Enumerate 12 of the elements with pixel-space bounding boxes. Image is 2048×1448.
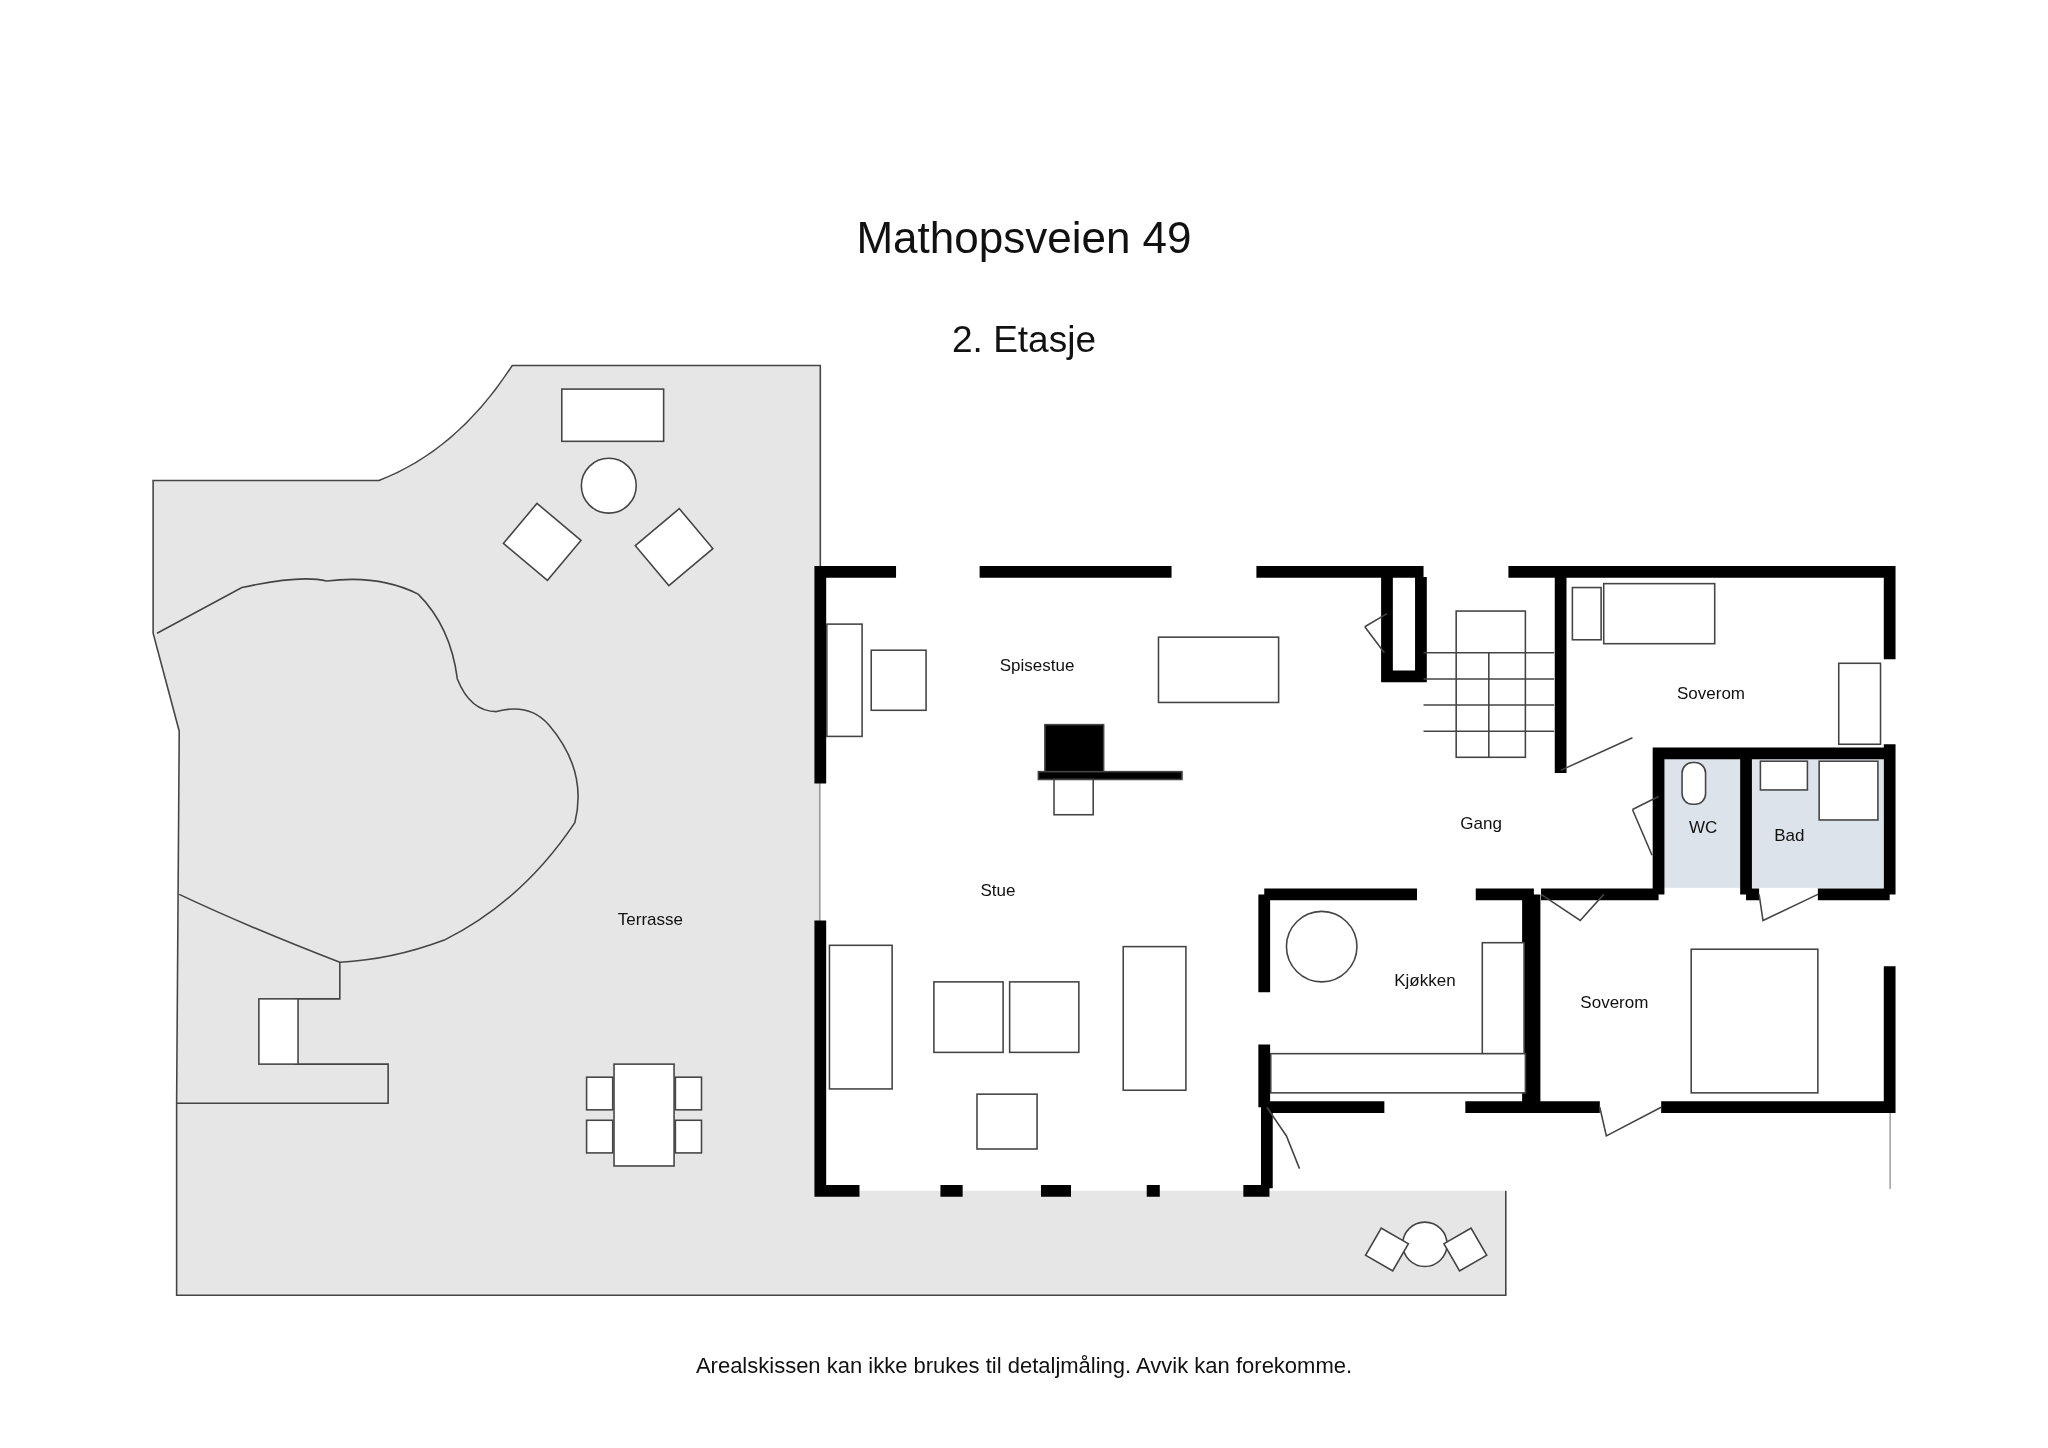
room-label: Soverom	[1580, 993, 1649, 1014]
room-label: Gang	[1460, 814, 1502, 835]
room-label: Soverom	[1677, 683, 1746, 704]
room-label: Bad	[1774, 825, 1805, 846]
plan-title: Mathopsveien 49	[856, 212, 1192, 263]
room-label: Spisestue	[999, 656, 1075, 677]
floor-label: 2. Etasje	[952, 318, 1096, 361]
room-label: WC	[1689, 818, 1718, 839]
room-label: Stue	[980, 880, 1016, 901]
room-label: Terrasse	[617, 909, 684, 930]
disclaimer-caption: Arealskissen kan ikke brukes til detaljmåling. Avvik kan forekomme.	[695, 1353, 1353, 1380]
room-label: Kjøkken	[1394, 970, 1456, 991]
